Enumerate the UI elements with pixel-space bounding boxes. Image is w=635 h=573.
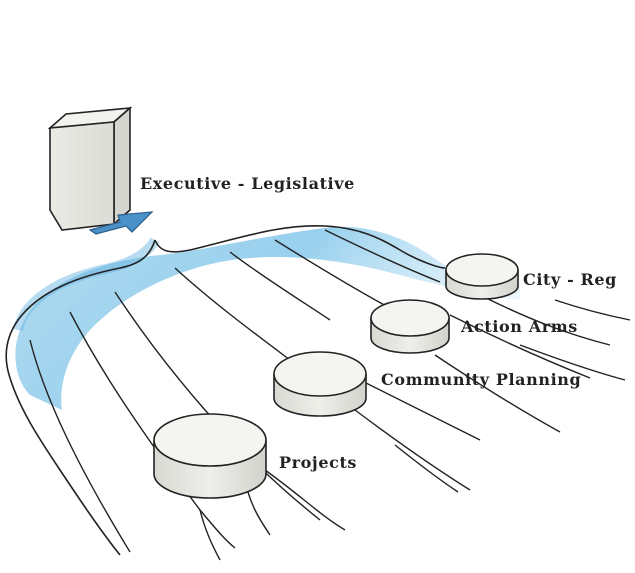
label-projects: Projects <box>279 453 357 472</box>
stream-outline <box>154 225 446 269</box>
label-city-region: City - Reg <box>523 270 617 289</box>
label-action-arms: Action Arms <box>460 317 578 336</box>
disk-action-arms <box>370 299 450 354</box>
label-executive-legislative: Executive - Legislative <box>140 174 355 193</box>
blue-arrow-icon <box>88 211 154 235</box>
stream-wash <box>15 226 520 410</box>
disk-projects <box>153 413 267 499</box>
disk-city-region <box>445 253 519 300</box>
executive-block <box>47 106 133 231</box>
disk-community-planning <box>273 351 367 417</box>
stream-left-outline <box>5 239 156 556</box>
label-community-planning: Community Planning <box>381 370 581 389</box>
